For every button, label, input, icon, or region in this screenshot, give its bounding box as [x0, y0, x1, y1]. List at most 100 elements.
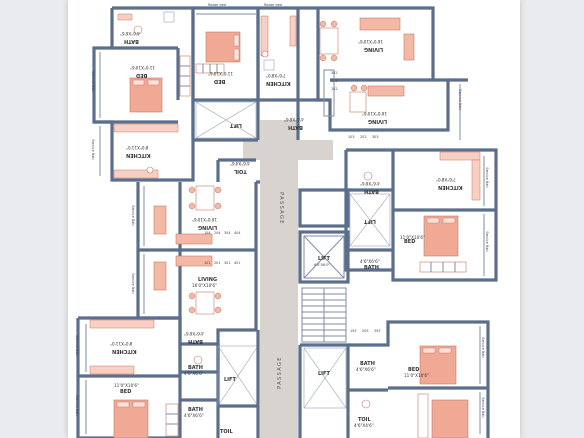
lift-label-b: LIFT	[364, 218, 376, 224]
flat-bottom-right	[298, 320, 490, 438]
bath-label-h: BATH	[360, 361, 375, 367]
bed-dim-d: 11'0"X10'6"	[114, 383, 140, 388]
flat-top-left	[92, 6, 195, 182]
sofa-d	[175, 255, 213, 267]
balcony-label-f: Service Balc	[131, 205, 136, 227]
flat-top-right	[316, 6, 468, 140]
flat-no-101: 101	[204, 261, 211, 265]
flat-top-centre	[191, 6, 318, 142]
central-passage	[260, 120, 298, 438]
balcony-label-a: Service Balc	[91, 71, 96, 93]
bath-dim-g: 4'6"X6'6"	[184, 413, 204, 418]
kitchen-label-c: KITCHEN	[438, 184, 463, 190]
balcony-label-d: Service Balc	[485, 167, 490, 189]
bed-label-e: BED	[408, 367, 420, 373]
living-label-a: LIVING	[364, 46, 384, 52]
bed-dim-c: 11'0"X10'6"	[400, 235, 426, 240]
flower-bed-label-b: flower bed	[264, 3, 282, 7]
bath-label-a: BATH	[124, 38, 139, 44]
flat-no-205: 205	[362, 329, 369, 333]
dining-table-b	[195, 291, 215, 315]
bath-dim-a: 4'6"X6'6"	[120, 31, 140, 37]
living-dim-d: 16'0"X10'6"	[192, 283, 218, 288]
toilet-label-b: TOIL	[220, 429, 233, 435]
lift-label-c: LIFT	[224, 377, 236, 383]
living-label-c: LIVING	[198, 224, 218, 230]
bed-dim-b: 11'0"X10'6"	[208, 71, 234, 77]
kitchen-label-a: KITCHEN	[126, 152, 151, 158]
bed-label-d: BED	[120, 389, 132, 395]
bed-label-c: BED	[404, 239, 416, 245]
kitchen-counter-d	[89, 319, 155, 329]
bath-dim-d: 4'6"X6'6"	[360, 259, 380, 264]
bath-dim-f: 4'6"X6'6"	[184, 371, 204, 376]
lift-label-core: LIFT	[318, 256, 330, 262]
balcony-label-g: Service Balc	[131, 273, 136, 295]
floor-plan-sheet: BATH 4'6"X6'6" BED 11'0"X10'6" KITCHEN 8…	[68, 0, 520, 438]
wardrobe-d	[165, 403, 179, 437]
lift-and-stair-core	[298, 188, 350, 347]
lift-label-d: LIFT	[318, 371, 330, 377]
flat-no-303: 303	[372, 135, 379, 139]
flat-no-302: 302	[331, 71, 338, 75]
sofa-a	[359, 17, 401, 31]
flat-no-301: 301	[224, 261, 231, 265]
bath-label-c: BATH	[364, 188, 379, 194]
bed-dim-e: 11'0"X10'6"	[404, 373, 430, 378]
flat-no-404: 404	[234, 231, 241, 235]
kitchen-counter-a	[113, 123, 179, 133]
flat-no-401: 401	[234, 261, 241, 265]
balcony-label-b: Service Balc	[91, 139, 96, 161]
living-dim-a: 16'0"X10'6"	[358, 39, 384, 45]
bed-label-b: BED	[214, 78, 226, 84]
kitchen-dim-d: 8'0"X11'0"	[110, 341, 133, 347]
balcony-label-k: Service Balc	[481, 397, 486, 419]
kitchen-dim-b: 7'6"X8'0"	[266, 73, 286, 79]
flower-bed-label-a: flower bed	[208, 3, 226, 7]
sofa-c	[153, 205, 167, 235]
flat-no-304: 304	[224, 231, 231, 235]
sofa-b	[367, 85, 405, 97]
floor-plan-drawing	[76, 6, 498, 438]
balcony-label-e: Service Balc	[485, 231, 490, 253]
toilet-dim-c: 4'6"X4'6"	[354, 423, 374, 428]
living-label-b: LIVING	[368, 118, 388, 124]
passage-label-a: PASSAGE	[277, 192, 284, 225]
balcony-label-j: Service Balc	[481, 337, 486, 359]
kitchen-label-b: KITCHEN	[266, 80, 291, 86]
kitchen-label-d: KITCHEN	[112, 348, 137, 354]
living-dim-b: 16'0"X10'6"	[362, 111, 388, 117]
flat-no-102: 102	[331, 87, 338, 91]
lift-dim-core: 6'0"X6'0"	[314, 263, 330, 267]
bath-dim-b: 4'6"X6'6"	[284, 117, 304, 123]
kitchen-counter-c	[439, 151, 481, 161]
bath-label-b: BATH	[288, 124, 303, 130]
bath-label-e: BATH	[188, 338, 203, 344]
living-dim-c: 16'0"X10'6"	[192, 217, 218, 223]
flat-no-104: 104	[204, 231, 211, 235]
bath-dim-h: 4'6"X6'6"	[356, 367, 376, 372]
lift-shaft	[298, 230, 350, 284]
bath-label-g: BATH	[188, 407, 203, 413]
bath-dim-c: 4'6"X6'6"	[360, 181, 380, 187]
flat-right-middle	[344, 148, 498, 282]
flat-no-105: 105	[350, 329, 357, 333]
flat-no-305: 305	[374, 329, 381, 333]
flat-no-204: 204	[214, 231, 221, 235]
label-overlay: BATH 4'6"X6'6" BED 11'0"X10'6" KITCHEN 8…	[68, 0, 520, 438]
flat-no-202: 202	[331, 79, 338, 83]
flat-no-203: 203	[360, 135, 367, 139]
flat-no-201: 201	[214, 261, 221, 265]
passage-label-b: PASSAGE	[276, 356, 283, 389]
bath-label-f: BATH	[188, 365, 203, 371]
bath-dim-e: 4'6"X6'6"	[184, 331, 204, 337]
lift-label-a: LIFT	[230, 122, 242, 128]
bed-dim-a: 11'0"X10'6"	[130, 65, 156, 71]
kitchen-dim-c: 7'6"X8'0"	[436, 177, 456, 183]
toilet-label-c: TOIL	[358, 417, 371, 423]
bath-label-d: BATH	[364, 265, 379, 271]
balcony-label-i: Service Balc	[75, 395, 80, 417]
flat-bottom-left	[76, 316, 260, 438]
kitchen-dim-a: 8'0"X11'0"	[126, 145, 149, 151]
toilet-dim-a: 4'6"X4'6"	[230, 161, 250, 167]
